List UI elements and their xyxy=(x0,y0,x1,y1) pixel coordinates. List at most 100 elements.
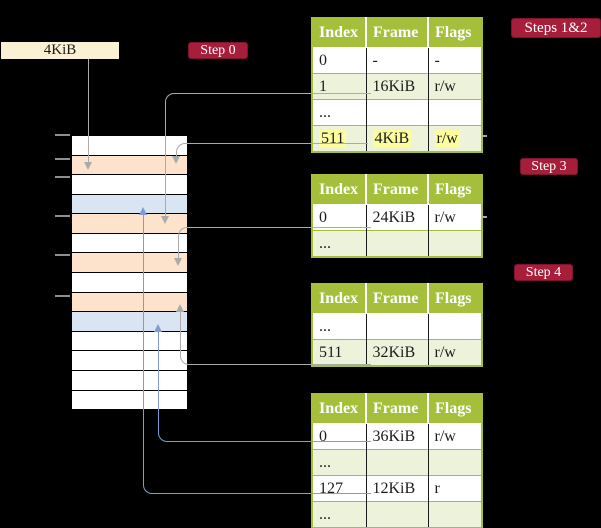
connector-stub xyxy=(481,135,487,137)
table-cell xyxy=(366,230,429,257)
table-cell xyxy=(428,449,482,476)
table-cell xyxy=(366,501,429,528)
column-header-flags: Flags xyxy=(428,18,482,48)
t4-row-127-to-memory-line xyxy=(143,215,371,494)
t3-row-511-to-memory-arrowhead xyxy=(176,304,185,312)
table-cell: ... xyxy=(312,230,367,257)
table-cell: 4KiB xyxy=(366,125,429,152)
table-cell: 511 xyxy=(312,125,367,152)
table-cell: ... xyxy=(312,501,367,528)
table-row: ... xyxy=(312,99,482,126)
table-cell: r/w xyxy=(428,339,482,366)
memory-row-white xyxy=(72,232,187,253)
frame-4kib-label: 4KiB xyxy=(43,42,77,58)
table-cell: r/w xyxy=(428,423,482,450)
table-row: 511 4KiB r/w xyxy=(312,125,482,152)
memory-row-blue xyxy=(72,193,187,214)
table-row: ... xyxy=(312,230,482,257)
table-cell: 1 xyxy=(312,73,367,100)
table-cell: r/w xyxy=(428,73,482,100)
badge-steps-1-2: Steps 1&2 xyxy=(511,18,601,38)
column-header-frame: Frame xyxy=(366,284,429,314)
badge-step-4: Step 4 xyxy=(514,264,573,281)
memory-tick xyxy=(55,254,70,256)
frame-4kib-box: 4KiB xyxy=(1,42,119,59)
table-cell xyxy=(366,449,429,476)
column-header-frame: Frame xyxy=(366,394,429,424)
column-header-flags: Flags xyxy=(428,284,482,314)
table-cell: r/w xyxy=(428,204,482,231)
table-row: ... xyxy=(312,501,482,528)
column-header-flags: Flags xyxy=(428,175,482,205)
table-cell: ... xyxy=(312,313,367,340)
memory-row-white xyxy=(72,174,187,194)
table-cell: r xyxy=(428,475,482,502)
memory-tick xyxy=(55,176,70,178)
frame-box-to-memory-line xyxy=(88,59,89,162)
highlighted-value: 511 xyxy=(319,129,347,147)
table-cell xyxy=(366,99,429,126)
table-cell: 511 xyxy=(312,339,367,366)
table-cell xyxy=(428,230,482,257)
t2-row-0-to-memory-arrowhead xyxy=(174,258,183,266)
column-header-index: Index xyxy=(312,18,367,48)
column-header-flags: Flags xyxy=(428,394,482,424)
memory-tick xyxy=(55,215,70,217)
t2-row-0-to-memory-line xyxy=(178,227,371,258)
table-cell xyxy=(428,313,482,340)
table-cell: 24KiB xyxy=(366,204,429,231)
table-cell: 0 xyxy=(312,423,367,450)
t3-row-511-to-memory-line xyxy=(180,312,371,365)
t4-row-127-to-memory-arrowhead xyxy=(139,207,148,215)
table-cell: 16KiB xyxy=(366,73,429,100)
memory-tick xyxy=(55,295,70,297)
memory-row-orange xyxy=(72,213,187,233)
physical-memory-column xyxy=(70,134,189,411)
memory-row-orange xyxy=(72,154,187,175)
badge-step-3: Step 3 xyxy=(520,158,578,175)
table-cell xyxy=(428,501,482,528)
table-cell: ... xyxy=(312,449,367,476)
table-row: ... xyxy=(312,313,482,340)
table-cell xyxy=(428,99,482,126)
memory-tick xyxy=(55,158,70,160)
column-header-frame: Frame xyxy=(366,175,429,205)
table-cell: 127 xyxy=(312,475,367,502)
table-cell: - xyxy=(366,47,429,74)
column-header-index: Index xyxy=(312,175,367,205)
frame-box-to-memory-arrowhead xyxy=(84,162,93,170)
memory-row-orange xyxy=(72,291,187,312)
table-cell: - xyxy=(428,47,482,74)
table-row: ... xyxy=(312,449,482,476)
column-header-frame: Frame xyxy=(366,18,429,48)
memory-row-white xyxy=(72,272,187,292)
table-cell: 36KiB xyxy=(366,423,429,450)
memory-row-white xyxy=(72,136,187,155)
badge-step-0: Step 0 xyxy=(188,42,248,59)
table-cell xyxy=(366,313,429,340)
highlighted-value: r/w xyxy=(434,129,460,147)
t1-row-1-to-memory-line xyxy=(165,93,371,216)
table-cell: 32KiB xyxy=(366,339,429,366)
table-cell: 12KiB xyxy=(366,475,429,502)
t1-row-511-to-memory-line xyxy=(176,143,368,156)
table-cell: 0 xyxy=(312,47,367,74)
t1-row-1-to-memory-arrowhead xyxy=(161,216,170,224)
memory-row-orange xyxy=(72,252,187,273)
table-cell: r/w xyxy=(428,125,482,152)
t4-row-0-to-memory-arrowhead xyxy=(154,324,163,332)
table-row: 0-- xyxy=(312,47,482,74)
